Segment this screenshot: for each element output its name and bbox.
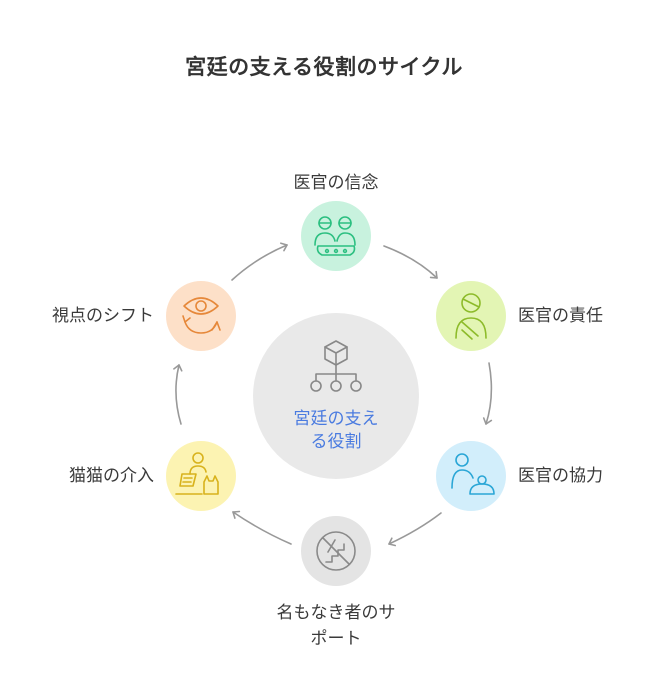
arrow-maomao-to-view — [173, 364, 183, 425]
center-label-line2: る役割 — [310, 432, 362, 452]
diagram-title: 宮廷の支える役割のサイクル — [185, 55, 463, 79]
eye-cycle-icon — [182, 297, 221, 334]
center-hub — [253, 313, 419, 479]
no-stairs-icon — [316, 531, 356, 571]
node-label-trust: 医官の信念 — [293, 173, 379, 193]
node-label-support-line1: 名もなき者のサ — [276, 603, 396, 623]
patient-sling-icon — [455, 293, 487, 340]
node-trust — [301, 201, 371, 271]
arrow-coop-to-support — [388, 512, 442, 547]
node-maomao — [166, 441, 236, 511]
doctors-team-icon — [314, 216, 356, 256]
node-label-support-line2: ポート — [310, 629, 362, 649]
person-laptop-cat-icon — [175, 452, 219, 495]
arrow-duty-to-coop — [482, 362, 493, 425]
node-label-support: 名もなき者のサ ポート — [236, 600, 436, 652]
node-duty — [436, 281, 506, 351]
node-label-maomao: 猫猫の介入 — [69, 466, 154, 486]
center-label: 宮廷の支え る役割 — [268, 408, 404, 454]
node-view — [166, 281, 236, 351]
node-support — [301, 516, 371, 586]
hierarchy-icon — [310, 340, 362, 392]
node-label-duty: 医官の責任 — [518, 306, 603, 326]
arrow-view-to-trust — [231, 242, 288, 281]
node-label-view: 視点のシフト — [52, 306, 154, 326]
caregiver-icon — [451, 453, 495, 495]
center-label-line1: 宮廷の支え — [293, 409, 379, 429]
arrow-support-to-maomao — [232, 510, 292, 545]
arrow-trust-to-duty — [383, 245, 438, 279]
node-coop — [436, 441, 506, 511]
node-label-coop: 医官の協力 — [518, 466, 603, 486]
